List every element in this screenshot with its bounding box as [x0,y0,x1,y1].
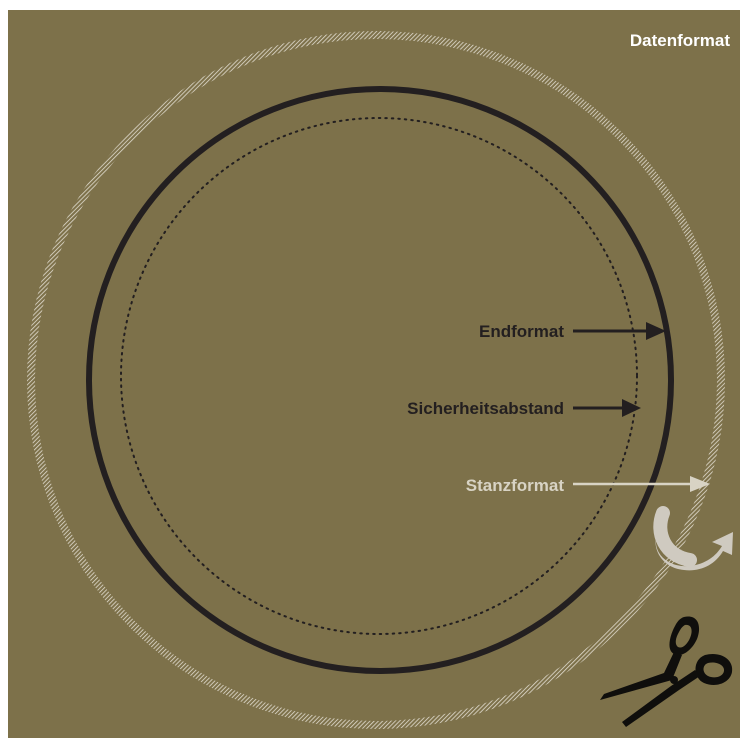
curved-arrow-icon [653,506,733,571]
endformat-label: Endformat [479,322,564,341]
stanzformat-ring [27,31,725,729]
stanzformat-arrow [573,476,710,492]
background-panel [8,10,740,738]
sicherheitsabstand-ring [120,117,638,635]
diagram-title: Datenformat [630,31,730,50]
sicherheitsabstand-label: Sicherheitsabstand [407,399,564,418]
stanzformat-label: Stanzformat [466,476,565,495]
scissors-icon [600,616,733,727]
endformat-arrow [573,322,666,340]
sicherheitsabstand-arrow [573,399,641,417]
endformat-ring [86,86,674,674]
